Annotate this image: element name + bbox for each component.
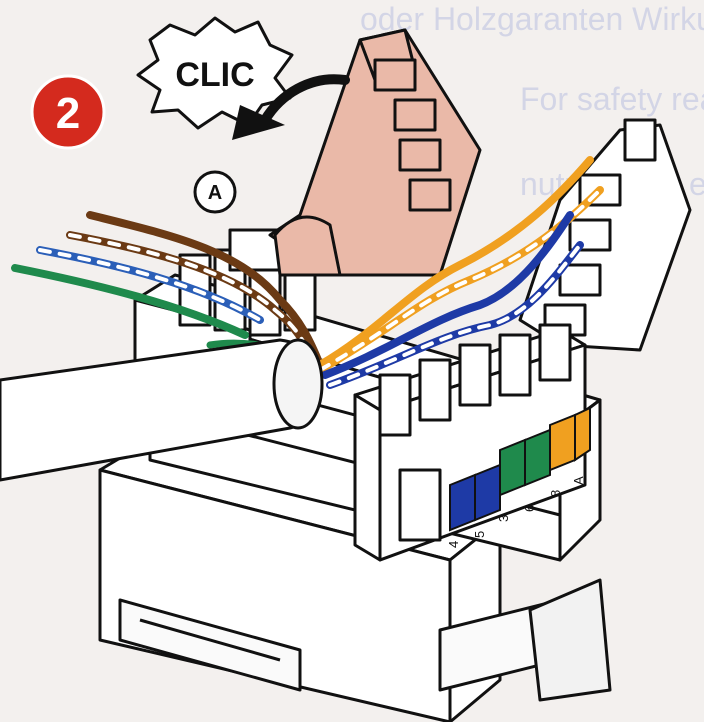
right-idc-block: [353, 323, 587, 562]
lever-cover-b: [518, 118, 692, 352]
marker-a: A: [193, 170, 237, 214]
pin-block-a: [574, 406, 591, 462]
pin-block-4: [449, 473, 476, 532]
wire-blue: [321, 211, 574, 379]
marker-text: A: [208, 182, 222, 204]
pin-label: 4: [446, 541, 461, 548]
pin-block-6: [524, 428, 551, 487]
pin-label: 8: [548, 490, 563, 497]
pin-label: 6: [522, 505, 537, 512]
pin-label: 3: [496, 515, 511, 522]
wire-green: [11, 264, 249, 339]
step-badge-circle: [30, 74, 106, 150]
step-number: 2: [56, 89, 80, 138]
lever-cover-a: [268, 28, 482, 277]
clic-burst: CLIC: [136, 16, 294, 130]
step-badge: 2: [30, 74, 106, 150]
clic-text: CLIC: [175, 56, 254, 94]
arrow-curve: [260, 74, 350, 125]
pin-label-strip: [449, 406, 591, 532]
pin-label: A: [571, 476, 586, 485]
marker-circle: [193, 170, 237, 214]
cable-jacket: [0, 338, 324, 482]
bleed-line-1: oder Holzgaranten Wirkung fur: [360, 1, 704, 37]
wire-brown: [86, 211, 324, 369]
bleed-line-2: For safety reasons...: [520, 81, 704, 117]
pin-block-5: [474, 463, 501, 522]
wires: [11, 156, 604, 389]
motion-arrow: [232, 74, 350, 140]
pin-block-8: [549, 413, 576, 472]
pin-numbers: 4 5 3 6 8 A: [446, 476, 586, 548]
wire-orange: [316, 156, 594, 369]
arrow-head-icon: [232, 105, 285, 140]
pin-label: 5: [472, 531, 487, 538]
pin-block-3: [499, 438, 526, 497]
